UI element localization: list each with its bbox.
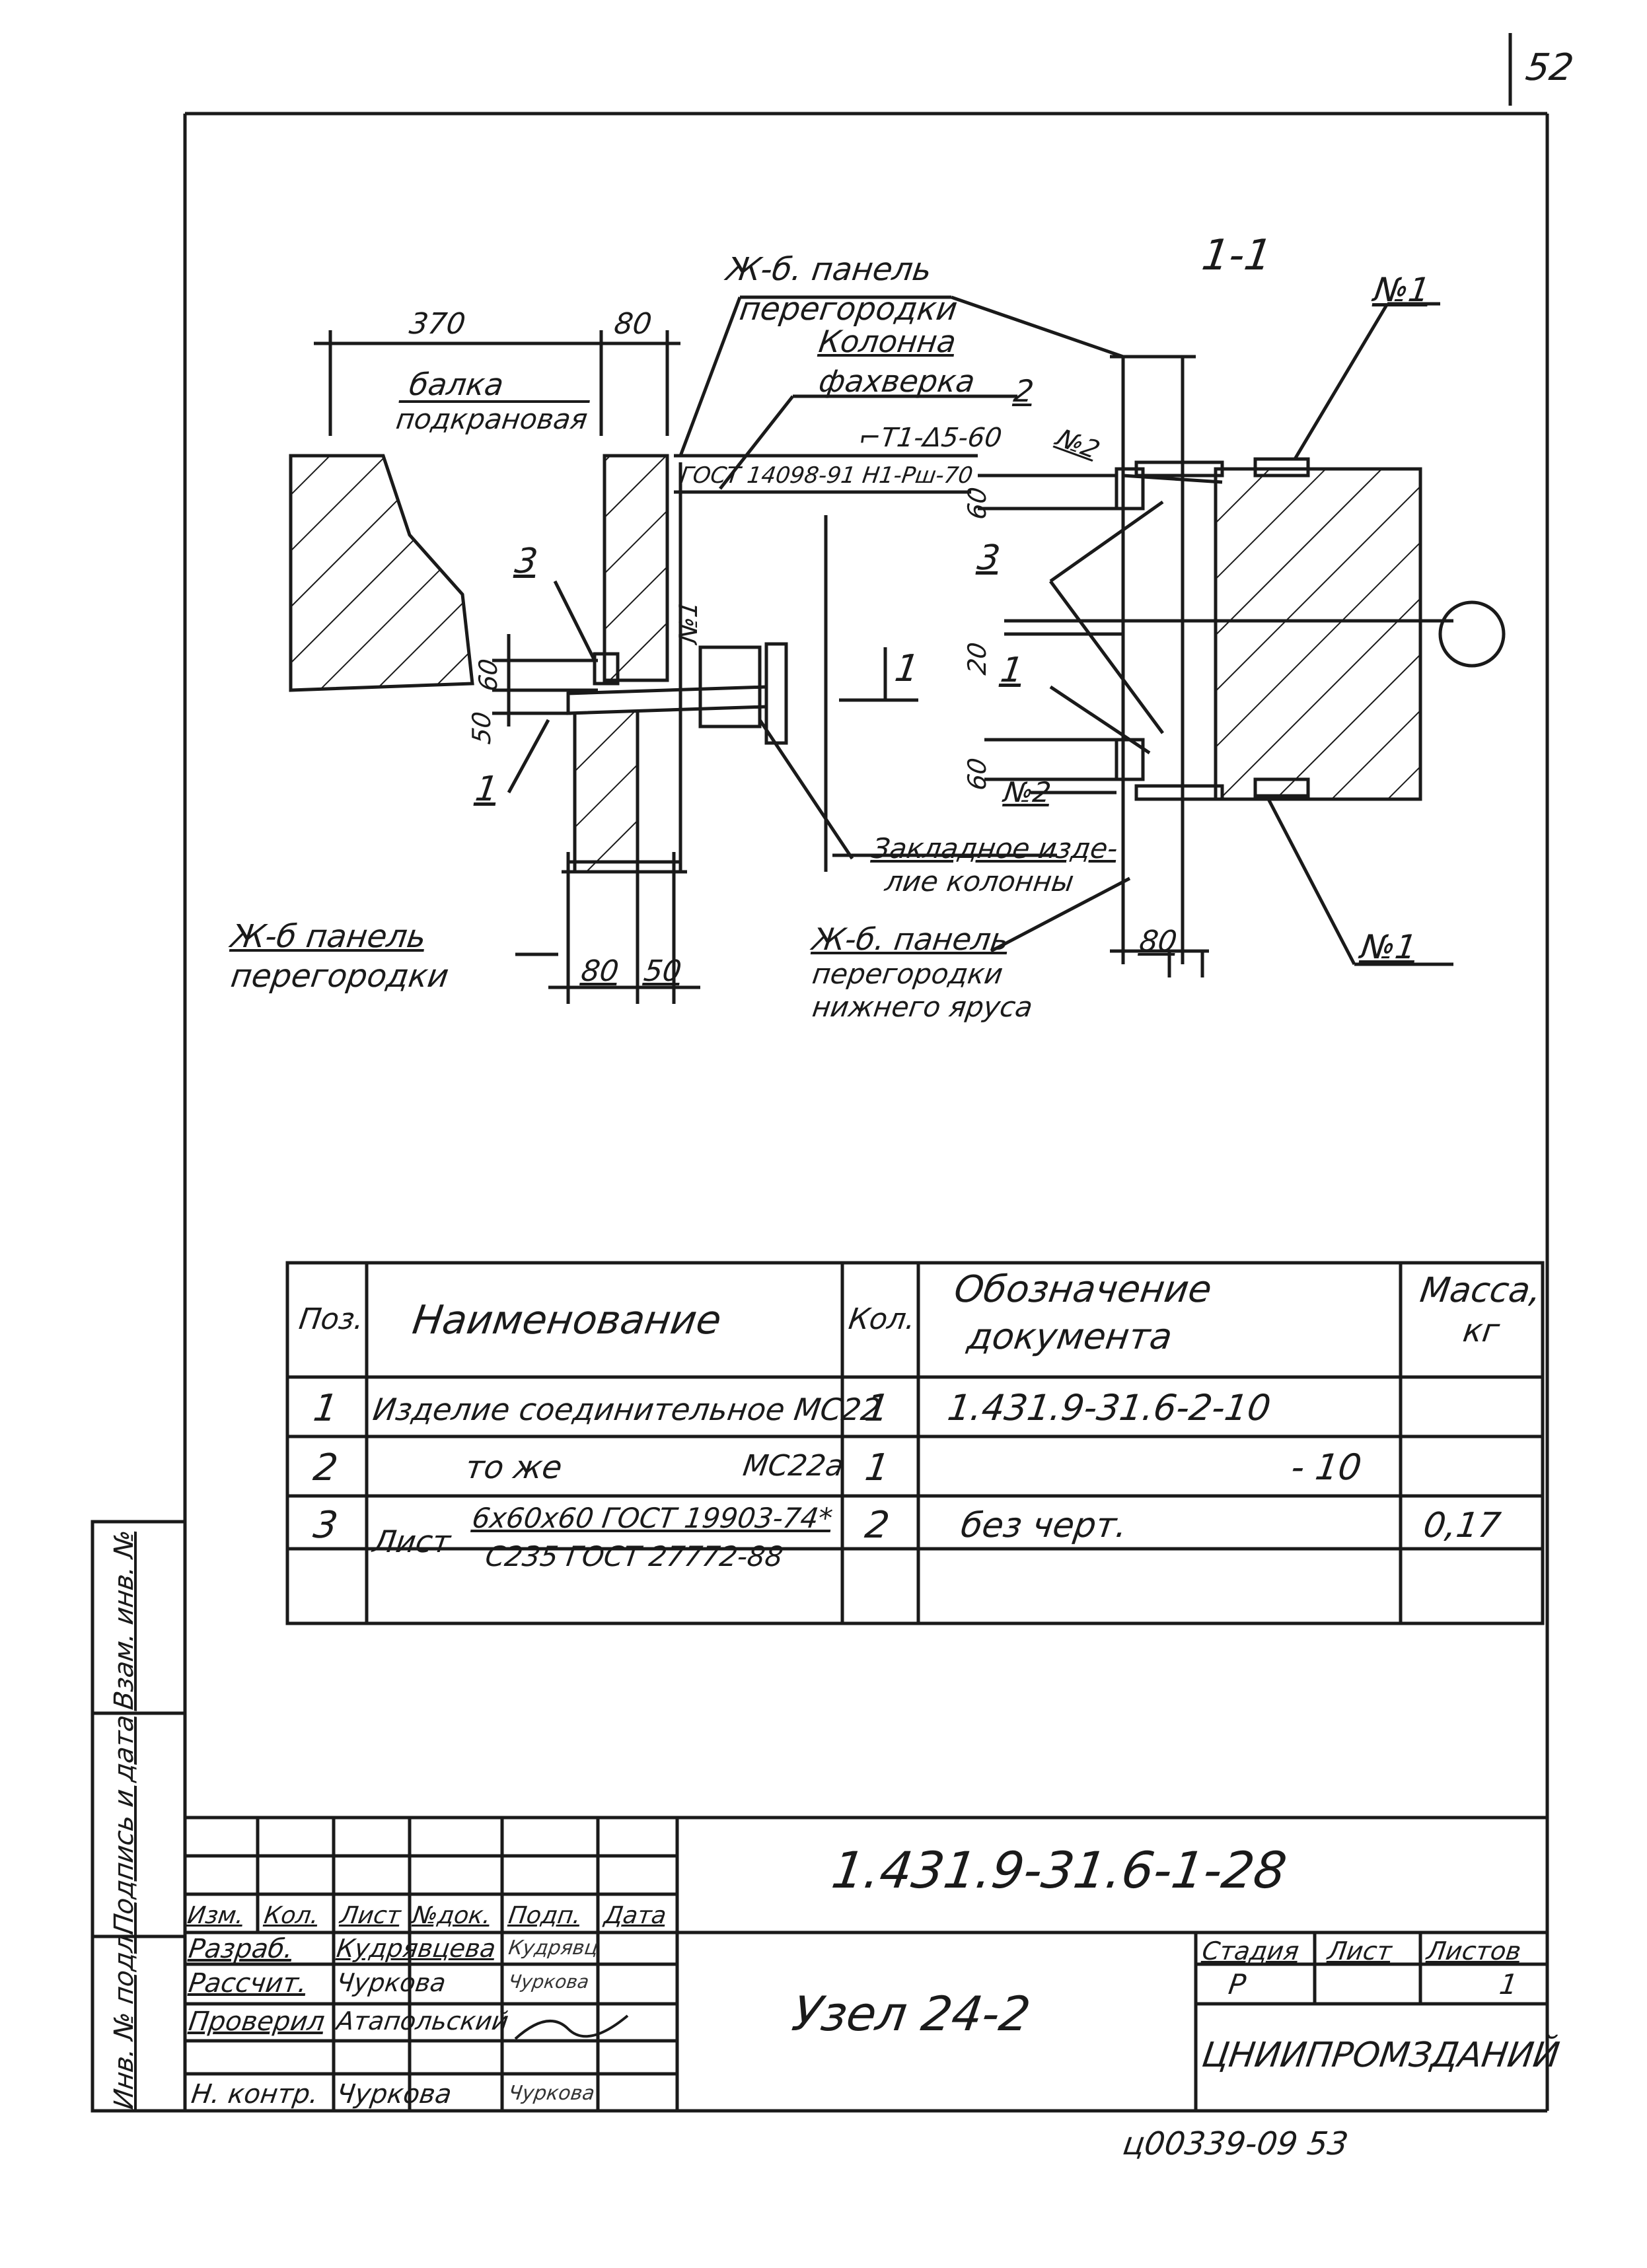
stage-value: Р bbox=[1226, 1968, 1248, 2001]
weld-label-line1: ⌐T1-Δ5-60 bbox=[856, 423, 1004, 453]
row1-doc: 1.431.9-31.6-2-10 bbox=[945, 1387, 1274, 1429]
organization: ЦНИИПРОМЗДАНИЙ bbox=[1199, 2036, 1562, 2075]
row1-pos: 1 bbox=[311, 1387, 341, 1430]
dim-60-right-top: 60 bbox=[963, 485, 992, 522]
stage-label: Стадия bbox=[1200, 1936, 1301, 1966]
dim-80-right: 80 bbox=[1137, 925, 1179, 958]
panel-low-label-line2: перегородки bbox=[810, 958, 1006, 990]
column-label-line2: фахверка bbox=[817, 363, 978, 399]
beam-label-line2: подкрановая bbox=[394, 403, 590, 435]
row2-qty: 1 bbox=[862, 1446, 893, 1489]
sheet-number: 52 bbox=[1523, 46, 1576, 89]
beam-label-line1: балка bbox=[407, 367, 506, 402]
header-mass-line1: Масса, bbox=[1417, 1271, 1544, 1310]
row3-mass: 0,17 bbox=[1420, 1506, 1503, 1545]
panel-low-label-line1: Ж-б. панель bbox=[810, 921, 1011, 957]
hdr-doc: №док. bbox=[411, 1902, 493, 1929]
no1-top-label: №1 bbox=[1371, 271, 1432, 309]
header-pos: Поз. bbox=[297, 1302, 366, 1336]
row2-code: МС22а bbox=[741, 1449, 846, 1483]
hdr-date: Дата bbox=[603, 1902, 669, 1929]
header-mass-line2: кг bbox=[1461, 1312, 1502, 1349]
specification-table: Поз. Наименование Кол. Обозначение докум… bbox=[287, 1263, 1543, 1623]
drawing-title: Узел 24-2 bbox=[789, 1986, 1034, 2041]
side-stamp-inv-orig: Инв. № подл. bbox=[109, 1925, 139, 2111]
hdr-sign: Подп. bbox=[507, 1902, 583, 1929]
sheets-label: Листов bbox=[1424, 1936, 1523, 1966]
name-norm-control: Чуркова bbox=[334, 2079, 454, 2109]
side-stamp-replace-inv: Взам. инв. № bbox=[109, 1528, 139, 1712]
role-developer: Разраб. bbox=[186, 1934, 295, 1964]
weld-label-line2: ГОСТ 14098-91 Н1-Рш-70 bbox=[678, 462, 974, 489]
dim-80-top: 80 bbox=[612, 307, 654, 341]
row3-name-line2: С235 ГОСТ 27772-88 bbox=[483, 1540, 786, 1573]
dim-50-left: 50 bbox=[467, 709, 497, 746]
dim-60-right-bottom: 60 bbox=[963, 756, 992, 793]
name-checked: Атапольский bbox=[334, 2006, 511, 2036]
header-doc-line2: документа bbox=[965, 1316, 1175, 1357]
no1-bottom-label: №1 bbox=[1358, 928, 1419, 966]
panel-top-label-line1: Ж-б. панель bbox=[724, 251, 934, 288]
dim-370: 370 bbox=[407, 307, 468, 341]
title-block: 1.431.9-31.6-1-28 Изм. Кол. Лист №док. П… bbox=[185, 1818, 1562, 2111]
row1-qty: 1 bbox=[862, 1387, 893, 1430]
dim-60-left: 60 bbox=[474, 656, 503, 693]
dim-20: 20 bbox=[963, 640, 992, 677]
hdr-izm: Изм. bbox=[186, 1902, 246, 1929]
no1-vertical-label: №1 bbox=[673, 599, 703, 645]
column-label-line1: Колонна bbox=[817, 324, 959, 359]
signature-developer: Кудрявц bbox=[507, 1936, 600, 1960]
role-checked: Проверил bbox=[186, 2006, 327, 2037]
row2-pos: 2 bbox=[311, 1446, 341, 1489]
name-calculated: Чуркова bbox=[334, 1968, 448, 1997]
dim-50-bottom: 50 bbox=[641, 954, 684, 988]
designation: 1.431.9-31.6-1-28 bbox=[828, 1841, 1290, 1899]
hdr-list: Лист bbox=[338, 1902, 403, 1929]
spec-table-lines bbox=[285, 1261, 1545, 1625]
signature-norm-control: Чуркова bbox=[507, 2082, 597, 2105]
panel-left-label-line1: Ж-б панель bbox=[229, 918, 429, 955]
side-stamp-lines bbox=[91, 1520, 187, 2113]
title-block-lines bbox=[185, 1816, 1547, 2111]
signature-checked-mark bbox=[514, 2014, 629, 2040]
row3-doc: без черт. bbox=[958, 1506, 1130, 1545]
side-stamp-sign-date: Подпись и дата bbox=[109, 1713, 139, 1936]
panel-left-label-line2: перегородки bbox=[229, 958, 451, 995]
footer-code: ц00339-09 53 bbox=[1120, 2125, 1351, 2162]
row3-name-line1: 6х60х60 ГОСТ 19903-74* bbox=[470, 1502, 835, 1534]
right-section-drawing bbox=[978, 302, 1506, 977]
row3-pos: 3 bbox=[311, 1504, 341, 1547]
row3-name-prefix: Лист bbox=[371, 1524, 453, 1559]
left-node-drawing bbox=[289, 295, 1124, 1004]
header-doc-line1: Обозначение bbox=[951, 1268, 1215, 1311]
panel-top-label-line2: перегородки bbox=[737, 291, 960, 328]
panel-low-label-line3: нижнего яруса bbox=[810, 991, 1035, 1023]
row1-name: Изделие соединительное МС22 bbox=[371, 1392, 883, 1427]
role-norm-control: Н. контр. bbox=[189, 2079, 320, 2109]
row2-name: то же bbox=[463, 1449, 565, 1486]
sheets-value: 1 bbox=[1497, 1968, 1520, 2001]
hdr-kol: Кол. bbox=[262, 1902, 320, 1929]
name-developer: Кудрявцева bbox=[334, 1934, 498, 1963]
dim-80-bottom: 80 bbox=[579, 954, 621, 988]
sheet-label: Лист bbox=[1325, 1936, 1394, 1966]
embed-label-line1: Закладное изде- bbox=[869, 832, 1120, 865]
header-qty: Кол. bbox=[846, 1302, 918, 1336]
row3-qty: 2 bbox=[862, 1504, 893, 1547]
signature-calculated: Чуркова bbox=[507, 1971, 591, 1993]
row2-doc: - 10 bbox=[1288, 1446, 1364, 1488]
role-calculated: Рассчит. bbox=[186, 1968, 309, 1999]
header-name: Наименование bbox=[410, 1297, 725, 1343]
no2-bottom-label: №2 bbox=[1002, 776, 1053, 808]
section-label: 1-1 bbox=[1198, 231, 1275, 280]
embed-label-line2: лие колонны bbox=[883, 865, 1076, 898]
